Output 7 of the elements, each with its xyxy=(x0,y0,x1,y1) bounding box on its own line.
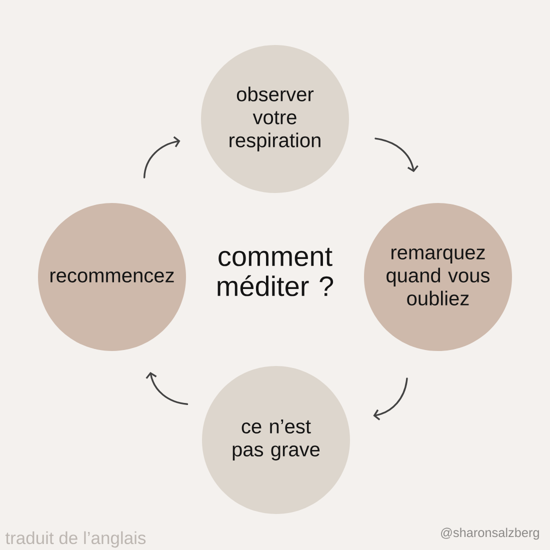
curved-arrow xyxy=(373,378,408,420)
curved-arrow xyxy=(146,372,188,405)
diagram-title: comment méditer ? xyxy=(218,248,334,296)
credit-text: traduit de l’anglais xyxy=(5,531,146,548)
curved-arrow xyxy=(374,138,418,172)
curved-arrow xyxy=(143,136,180,178)
author-handle: @sharonsalzberg xyxy=(441,528,539,540)
